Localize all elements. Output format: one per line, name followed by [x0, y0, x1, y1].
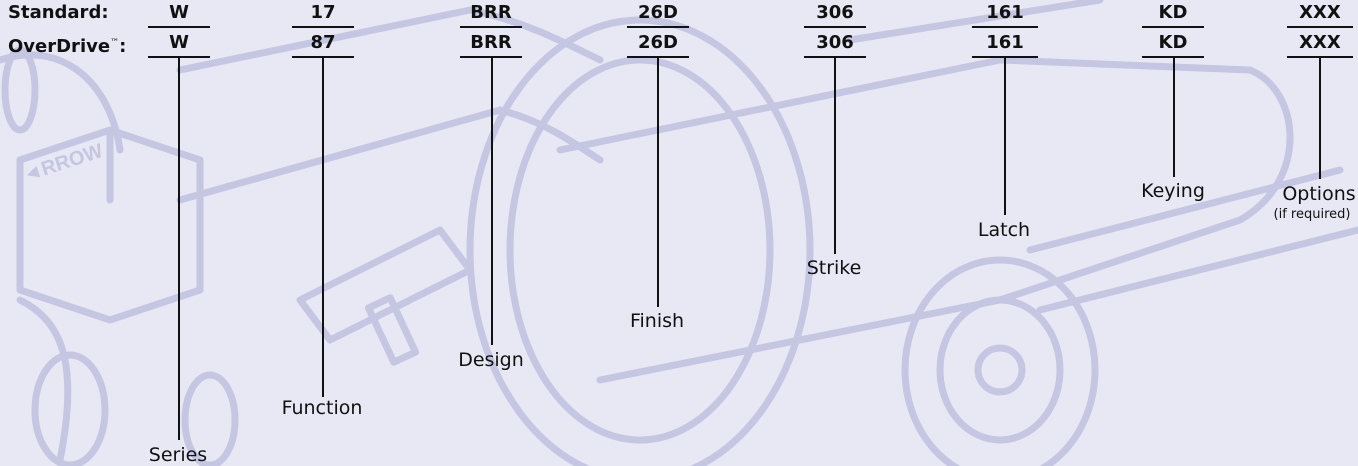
series-leader-line — [178, 57, 180, 440]
overdrive-keying-value: KD — [1158, 32, 1188, 53]
standard-strike-underline — [804, 26, 866, 28]
overdrive-options-underline — [1287, 56, 1353, 58]
overdrive-latch-underline — [972, 56, 1038, 58]
overdrive-strike-value: 306 — [816, 32, 854, 53]
overdrive-keying-underline — [1142, 56, 1204, 58]
standard-strike-value: 306 — [816, 2, 854, 23]
overdrive-label-text: OverDrive — [8, 36, 111, 57]
design-leader-line — [491, 57, 493, 345]
latch-leader-line — [1004, 57, 1006, 215]
standard-design-value: BRR — [470, 2, 512, 23]
overdrive-design-value: BRR — [470, 32, 512, 53]
overdrive-function-underline — [292, 56, 354, 58]
standard-keying-underline — [1142, 26, 1204, 28]
strike-leader-line — [834, 57, 836, 254]
standard-keying-value: KD — [1158, 2, 1188, 23]
standard-row-label: Standard: — [8, 2, 109, 23]
standard-finish-value: 26D — [638, 2, 678, 23]
standard-finish-underline — [627, 26, 689, 28]
standard-design-underline — [460, 26, 522, 28]
standard-options-value: XXX — [1299, 2, 1341, 23]
overdrive-finish-value: 26D — [638, 32, 678, 53]
keying-caption: Keying — [1141, 180, 1205, 202]
standard-series-value: W — [169, 2, 189, 23]
standard-series-underline — [148, 26, 210, 28]
finish-caption: Finish — [629, 310, 685, 332]
standard-function-value: 17 — [310, 2, 336, 23]
overdrive-series-value: W — [169, 32, 189, 53]
standard-latch-value: 161 — [986, 2, 1024, 23]
overdrive-function-value: 87 — [310, 32, 336, 53]
series-caption: Series — [148, 444, 208, 466]
options-leader-line — [1319, 57, 1321, 179]
standard-options-underline — [1287, 26, 1353, 28]
latch-caption: Latch — [977, 219, 1031, 241]
overdrive-options-value: XXX — [1299, 32, 1341, 53]
overdrive-design-underline — [460, 56, 522, 58]
options-note: (if required) — [1273, 207, 1351, 222]
strike-caption: Strike — [806, 257, 862, 279]
standard-function-underline — [292, 26, 354, 28]
design-caption: Design — [458, 349, 524, 371]
trademark-mark: ™ — [110, 38, 120, 48]
options-caption: Options — [1282, 183, 1356, 205]
function-caption: Function — [281, 397, 363, 419]
overdrive-series-underline — [148, 56, 210, 58]
keying-leader-line — [1173, 57, 1175, 177]
overdrive-finish-underline — [627, 56, 689, 58]
standard-latch-underline — [972, 26, 1038, 28]
overdrive-latch-value: 161 — [986, 32, 1024, 53]
overdrive-strike-underline — [804, 56, 866, 58]
overdrive-row-label: OverDrive™: — [8, 33, 126, 57]
overdrive-label-colon: : — [119, 36, 127, 57]
function-leader-line — [322, 57, 324, 397]
finish-leader-line — [657, 57, 659, 307]
